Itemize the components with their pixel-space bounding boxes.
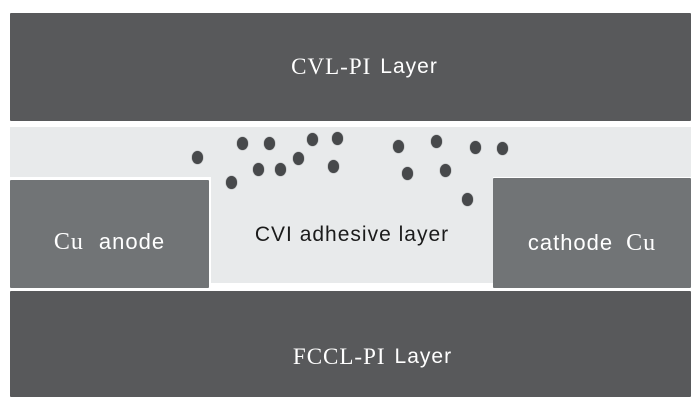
cathode-cu-label: cathode Cu — [493, 178, 691, 298]
fccl-pi-layer-label-serif: FCCL-PI — [292, 344, 386, 369]
cathode-cu-label-sans: cathode — [527, 230, 614, 255]
cvl-pi-layer-band: CVL-PI Layer — [10, 13, 691, 121]
cu-anode-label: Cu anode — [10, 180, 209, 296]
cu-anode-label-sans: anode — [98, 229, 166, 254]
cvi-adhesive-layer: CVI adhesive layer — [211, 127, 493, 283]
cvi-adhesive-layer-label: CVI adhesive layer — [254, 223, 450, 246]
cvl-pi-layer-label: CVL-PI Layer — [24, 13, 700, 121]
cu-anode-block: Cu anode — [10, 180, 209, 288]
fccl-pi-layer-label-sans: Layer — [394, 345, 453, 368]
cvl-pi-layer-label-serif: CVL-PI — [291, 54, 372, 79]
cathode-cu-block: cathode Cu — [493, 178, 691, 288]
cvl-pi-layer-label-sans: Layer — [380, 55, 438, 78]
fccl-pi-layer-band: FCCL-PI Layer — [10, 291, 691, 397]
cu-anode-label-serif: Cu — [53, 228, 84, 255]
fccl-pi-layer-label: FCCL-PI Layer — [32, 291, 700, 410]
cathode-cu-label-serif: Cu — [626, 229, 657, 256]
